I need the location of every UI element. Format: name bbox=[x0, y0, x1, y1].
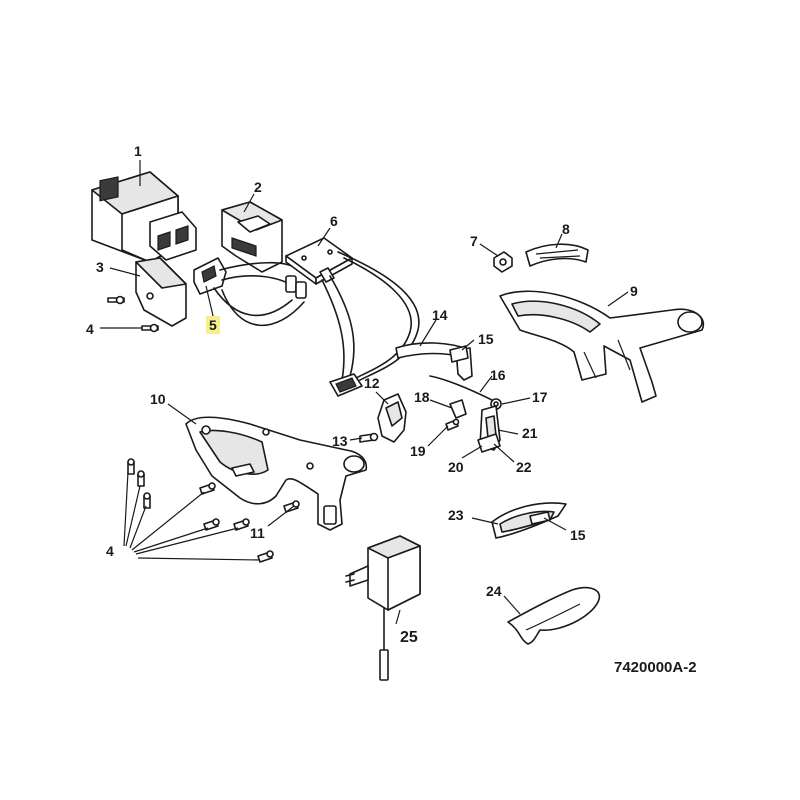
callout-16: 16 bbox=[490, 367, 506, 383]
part-23-handle-cover[interactable] bbox=[491, 502, 567, 539]
callout-13: 13 bbox=[332, 433, 348, 449]
callout-2: 2 bbox=[254, 179, 262, 195]
callout-12: 12 bbox=[364, 375, 380, 391]
callout-18: 18 bbox=[414, 389, 430, 405]
callout-23: 23 bbox=[448, 507, 464, 523]
part-1-battery[interactable] bbox=[91, 171, 197, 263]
part-18-pin[interactable] bbox=[449, 399, 467, 419]
callout-7: 7 bbox=[470, 233, 478, 249]
part-10-main-housing[interactable] bbox=[185, 416, 368, 531]
callout-25: 25 bbox=[400, 629, 418, 646]
callout-labels: 1 2 3 4 5 6 7 8 9 10 11 12 13 14 15 16 1… bbox=[86, 143, 638, 646]
callout-4-upper: 4 bbox=[86, 321, 94, 337]
part-16-spring-rod[interactable] bbox=[429, 375, 497, 403]
callout-15-lower: 15 bbox=[570, 527, 586, 543]
callout-10: 10 bbox=[150, 391, 166, 407]
part-3-cover[interactable] bbox=[135, 257, 187, 327]
part-6-circuit-board[interactable] bbox=[285, 237, 420, 397]
part-4-screws-upper[interactable] bbox=[107, 295, 159, 333]
part-9-front-handle[interactable] bbox=[499, 290, 705, 403]
part-13-screw[interactable] bbox=[359, 432, 379, 443]
callout-24: 24 bbox=[486, 583, 502, 599]
callout-22: 22 bbox=[516, 459, 532, 475]
callout-1: 1 bbox=[134, 143, 142, 159]
part-2-battery-holder[interactable] bbox=[221, 201, 283, 273]
callout-15-upper: 15 bbox=[478, 331, 494, 347]
callout-6: 6 bbox=[330, 213, 338, 229]
part-19-screw[interactable] bbox=[445, 418, 460, 431]
callout-19: 19 bbox=[410, 443, 426, 459]
part-24-hand-guard[interactable] bbox=[507, 586, 601, 645]
part-5-switch-wiring[interactable] bbox=[193, 257, 307, 327]
part-11-screw[interactable] bbox=[283, 500, 300, 513]
callout-17: 17 bbox=[532, 389, 548, 405]
callout-5-highlight bbox=[206, 316, 220, 334]
leader-lines bbox=[100, 160, 629, 625]
part-25-charger[interactable] bbox=[345, 535, 421, 681]
part-4-screws-lower[interactable] bbox=[127, 458, 274, 563]
callout-5: 5 bbox=[209, 317, 217, 333]
part-15-clip-lower[interactable] bbox=[529, 511, 551, 525]
drawing-code: 7420000A-2 bbox=[614, 659, 697, 676]
part-15-clip-upper[interactable] bbox=[449, 345, 469, 363]
callout-8: 8 bbox=[562, 221, 570, 237]
callout-4-lower: 4 bbox=[106, 543, 114, 559]
callout-11: 11 bbox=[250, 525, 265, 541]
callout-3: 3 bbox=[96, 259, 104, 275]
callout-9: 9 bbox=[630, 283, 638, 299]
part-20-21-22-trigger-parts[interactable] bbox=[477, 405, 501, 453]
part-7-nut[interactable] bbox=[493, 251, 513, 273]
callout-14: 14 bbox=[432, 307, 448, 323]
callout-20: 20 bbox=[448, 459, 464, 475]
part-12-cable-clamp[interactable] bbox=[377, 393, 407, 443]
part-8-trigger[interactable] bbox=[525, 243, 589, 267]
callout-21: 21 bbox=[522, 425, 538, 441]
